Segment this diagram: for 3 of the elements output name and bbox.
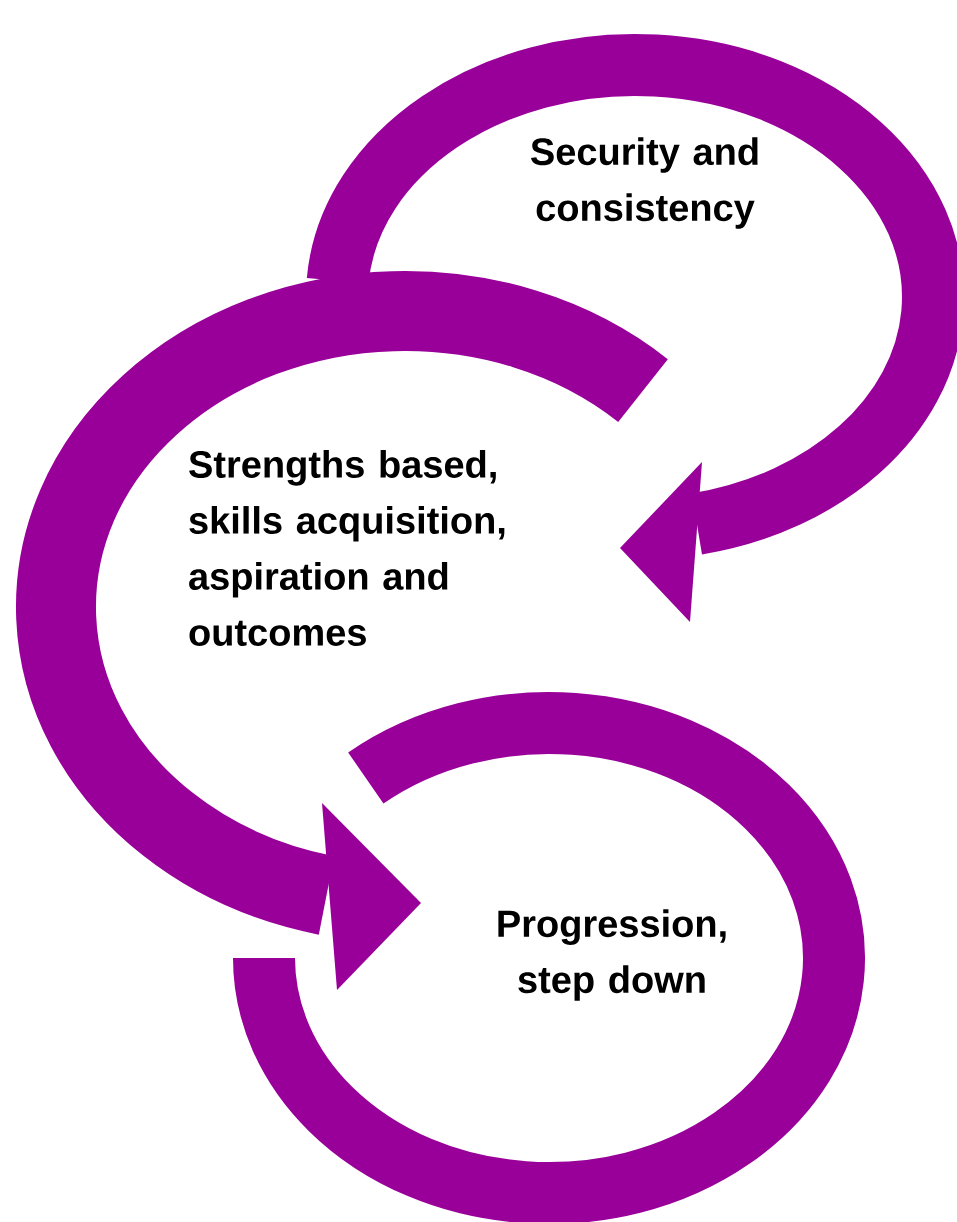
step-text: Security and consistency (531, 137, 758, 229)
step-text: Progression, step down (498, 909, 726, 1001)
step-text: Strengths based, skills acquisition, aspiration and outcomes (189, 450, 505, 646)
